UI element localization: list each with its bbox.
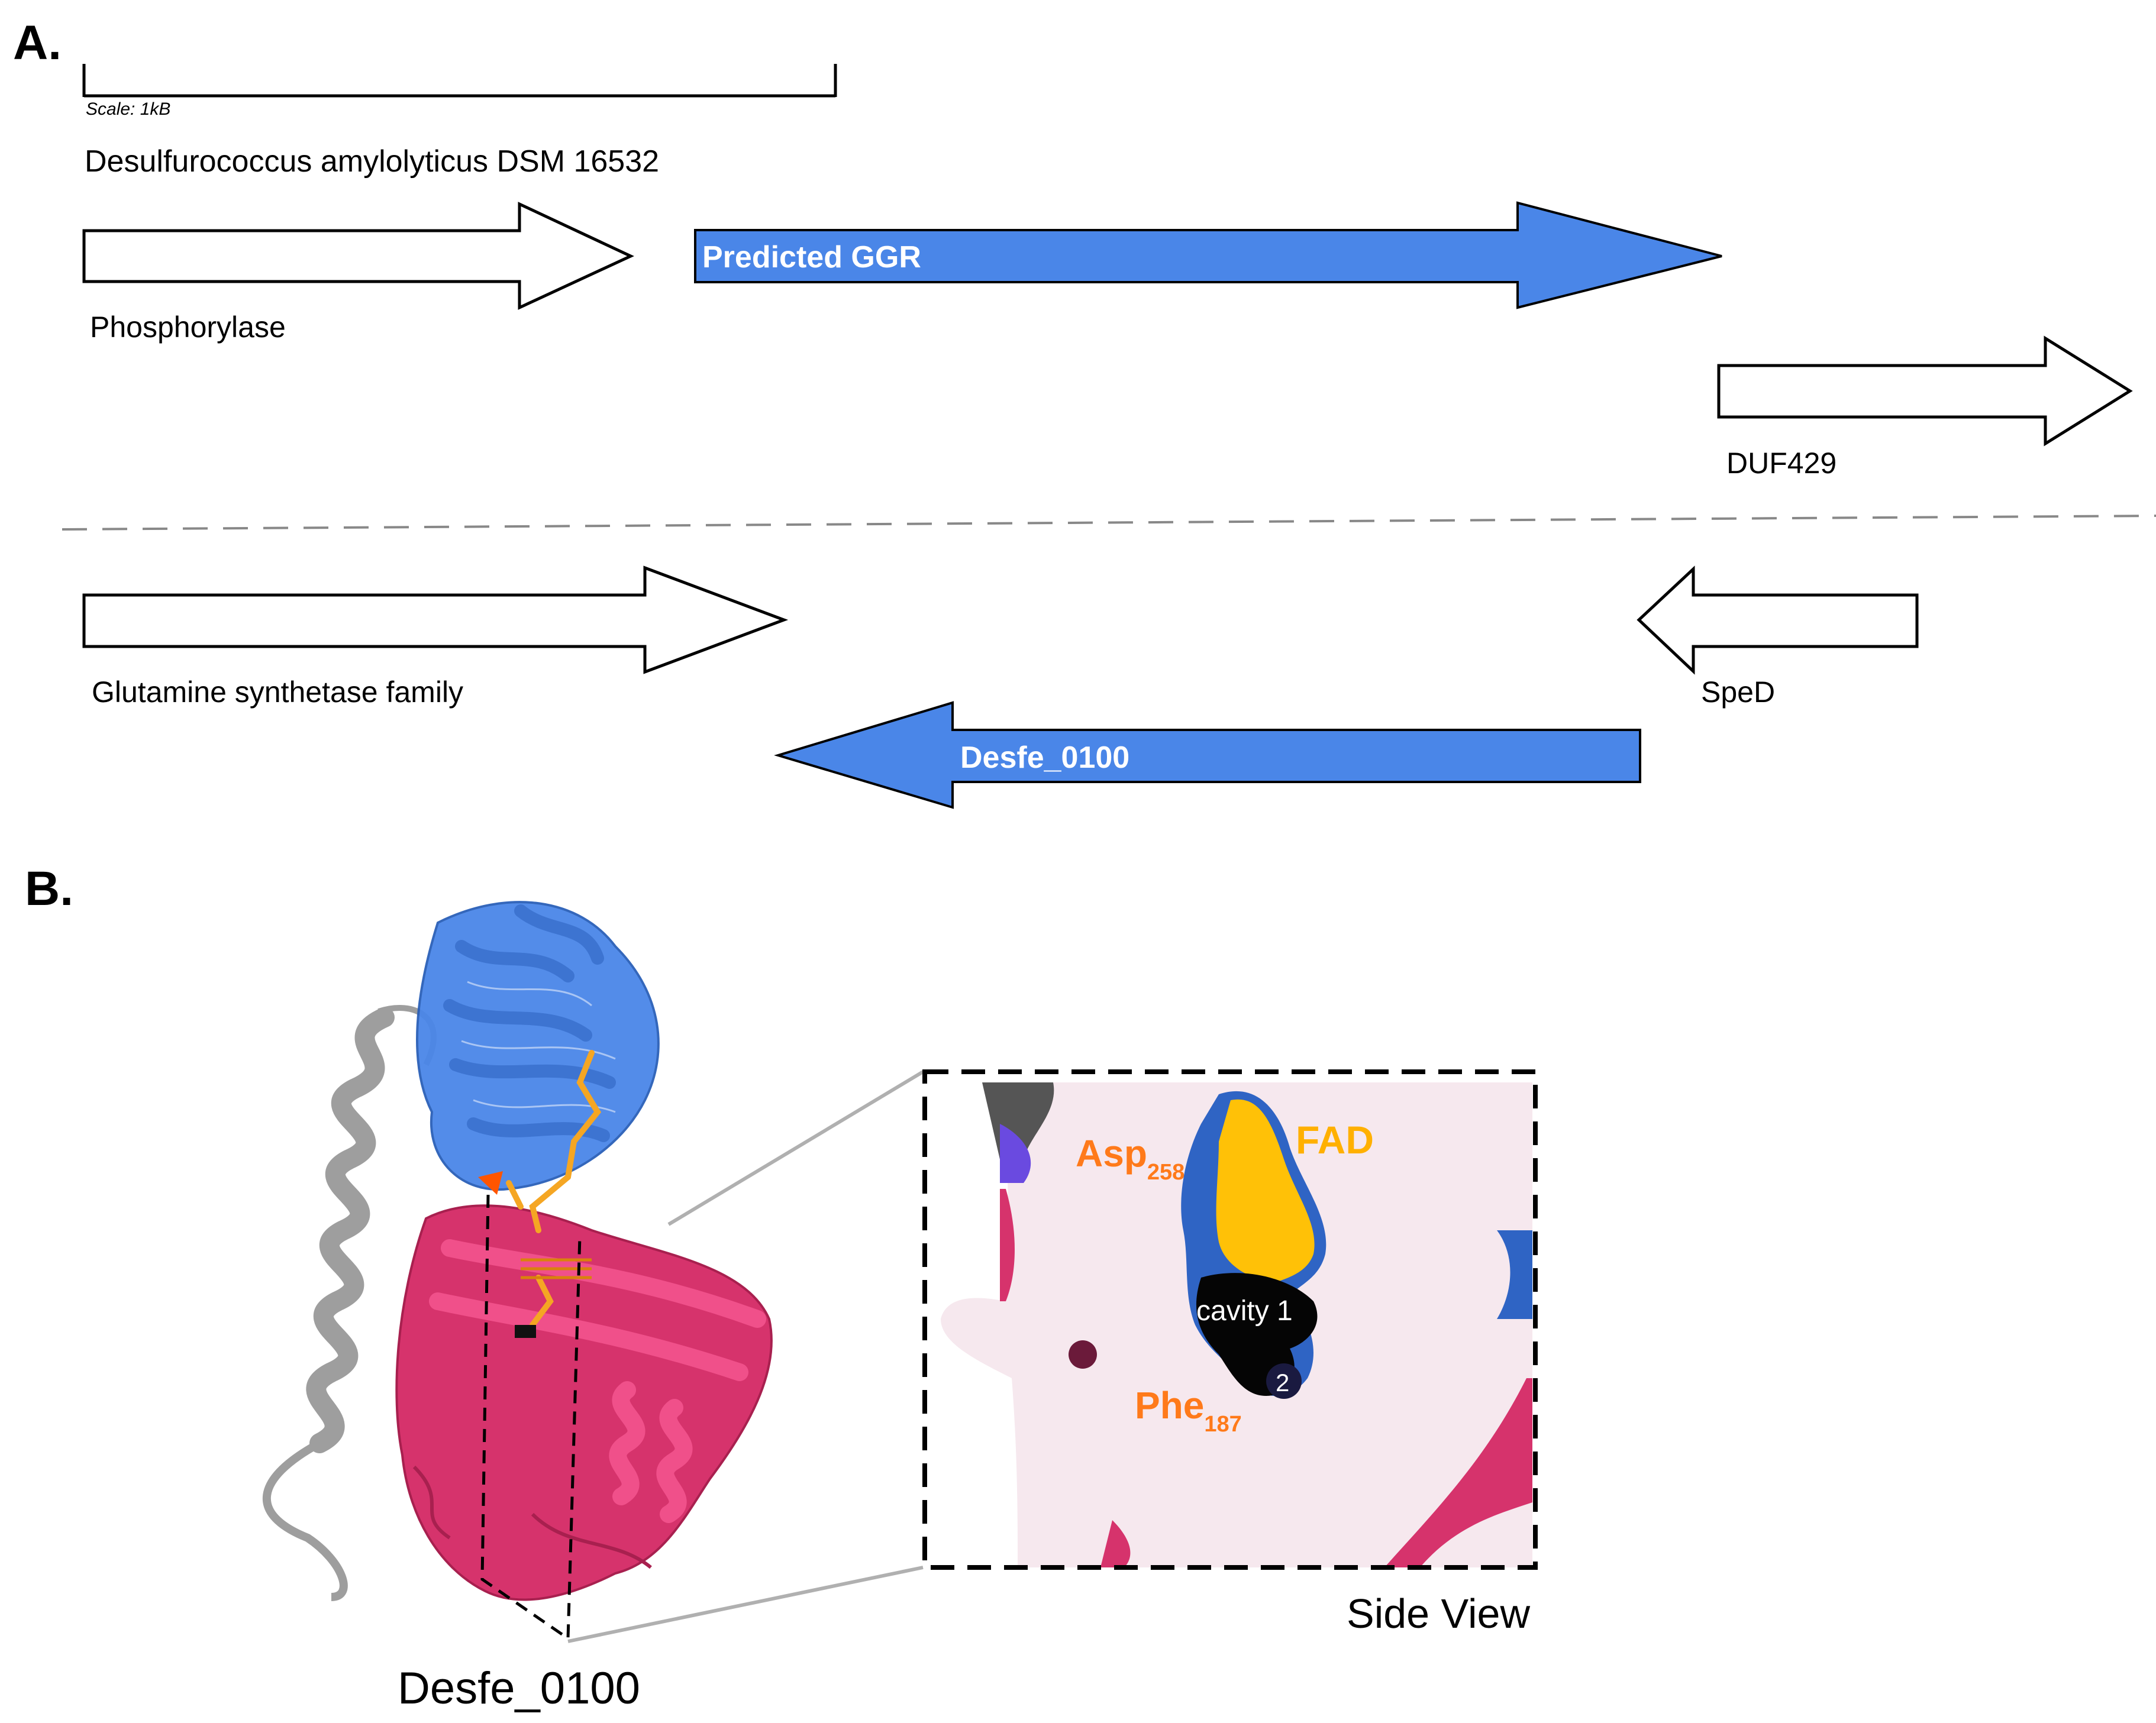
phe-label: Phe187 bbox=[1135, 1384, 1242, 1437]
side-view-label: Side View bbox=[1347, 1591, 1530, 1637]
protein-name-label: Desfe_0100 bbox=[398, 1663, 640, 1714]
gene-sped-arrow bbox=[1637, 565, 1919, 675]
gene-phosphorylase-arrow bbox=[82, 202, 634, 310]
gene-duf429-label: DUF429 bbox=[1726, 447, 1837, 480]
cavity-1-label: cavity 1 bbox=[1196, 1295, 1293, 1327]
asp-label: Asp258 bbox=[1076, 1132, 1184, 1185]
panel-a-letter: A. bbox=[13, 16, 62, 70]
gene-desfe-label: Desfe_0100 bbox=[960, 741, 1129, 775]
fad-label: FAD bbox=[1296, 1118, 1374, 1162]
locus-separator bbox=[62, 515, 2156, 531]
scale-label: Scale: 1kB bbox=[86, 99, 170, 119]
cavity-2-label: 2 bbox=[1276, 1369, 1289, 1396]
zoom-line-top bbox=[667, 1070, 924, 1226]
gene-duf429-arrow bbox=[1717, 335, 2133, 447]
gene-phosphorylase-label: Phosphorylase bbox=[90, 311, 286, 344]
panel-b-letter: B. bbox=[25, 862, 73, 916]
gene-sped-label: SpeD bbox=[1701, 675, 1775, 709]
zoom-line-bottom bbox=[567, 1566, 924, 1643]
scale-bar bbox=[82, 64, 837, 98]
protein-structure-illustration bbox=[262, 901, 773, 1641]
gene-glutamine-label: Glutamine synthetase family bbox=[92, 675, 463, 709]
gene-ggr-arrow bbox=[694, 201, 1722, 309]
organism-label: Desulfurococcus amylolyticus DSM 16532 bbox=[85, 144, 659, 179]
gene-desfe-arrow bbox=[774, 701, 1641, 809]
side-view-inset bbox=[922, 1069, 1538, 1570]
gene-glutamine-arrow bbox=[82, 565, 789, 674]
gene-ggr-label: Predicted GGR bbox=[702, 240, 921, 274]
